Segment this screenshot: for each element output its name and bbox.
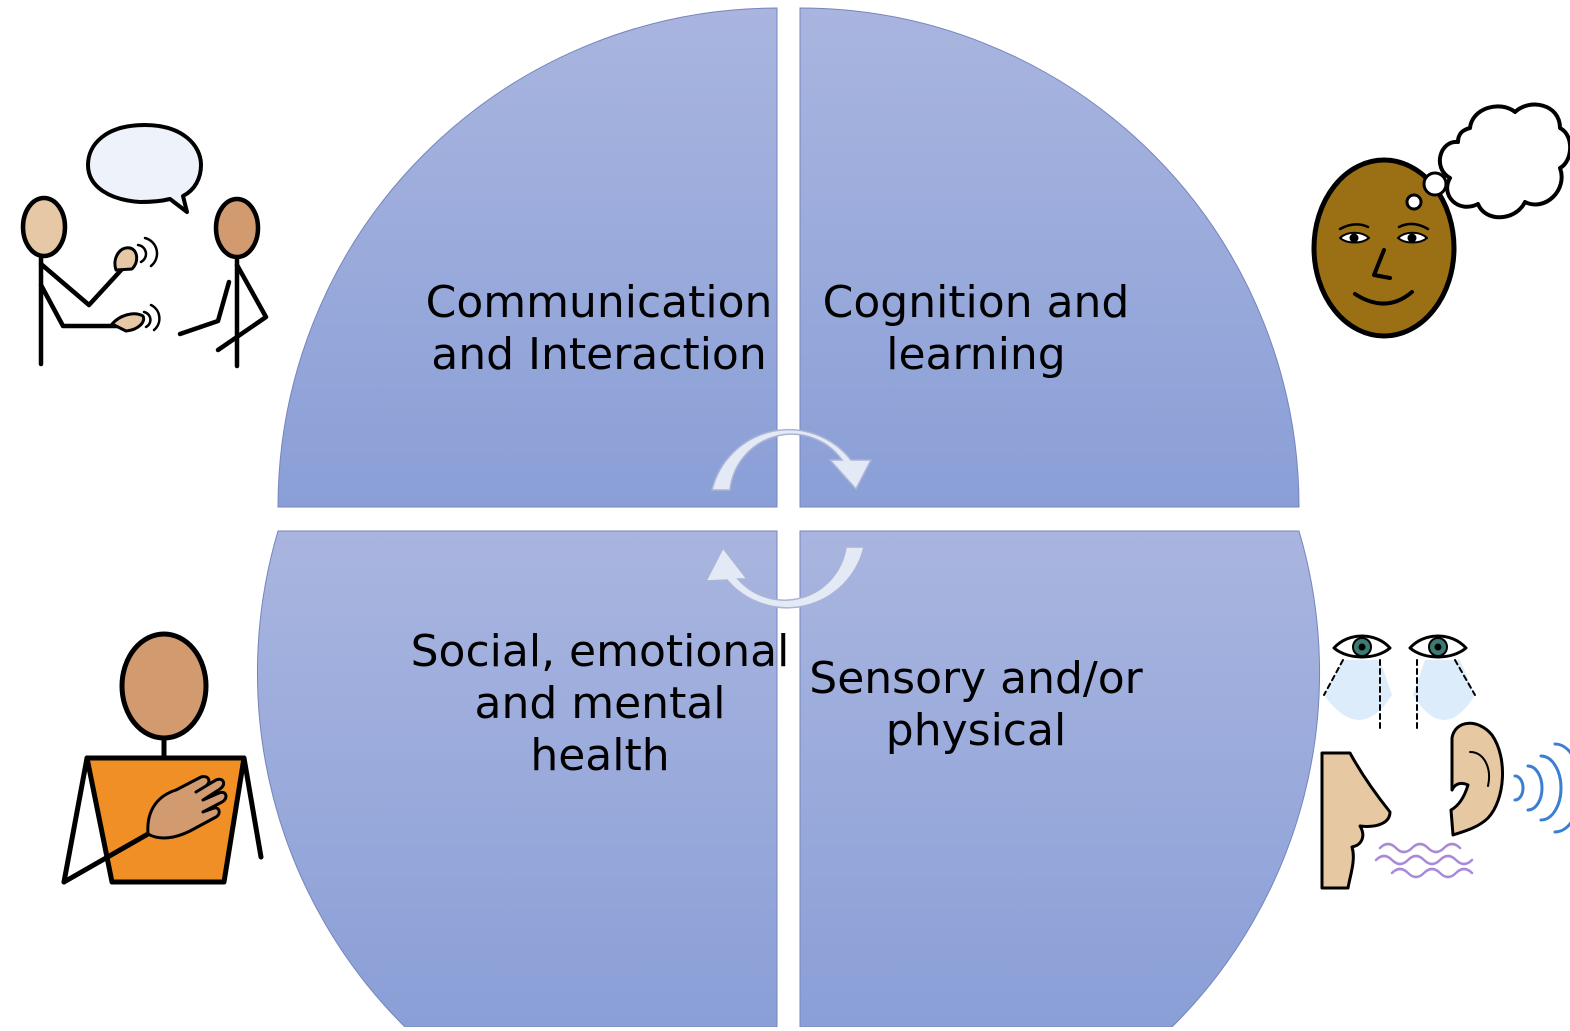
quadrant-cognition-learning [799,7,1300,508]
cycle-arrows [704,428,873,609]
clockwise-arrow-top-icon [711,428,873,491]
nose-icon [1320,751,1392,890]
label-line: and Interaction [431,329,766,380]
thought-cloud-icon [1438,102,1570,220]
label-line: learning [886,329,1066,380]
two-people-talking-icon [20,123,269,369]
speech-bubble-icon [86,123,203,214]
label-line: Cognition and [823,277,1130,328]
quadrant-sensory-physical [799,530,1321,1028]
quadrant-group [256,7,1321,1028]
quadrant-communication-interaction [277,7,778,508]
label-line: Communication [426,277,773,328]
thinking-face-icon [1311,102,1570,339]
label-line: physical [886,705,1066,756]
hand-on-heart-person-icon [61,631,264,885]
clockwise-arrow-bottom-icon [704,546,865,609]
label-line: and mental [474,678,725,729]
senses-icon [1320,634,1570,890]
label-line: health [530,730,669,781]
label-line: Social, emotional [411,626,790,677]
quadrant-social-emotional [256,530,778,1028]
label-line: Sensory and/or [809,653,1143,704]
